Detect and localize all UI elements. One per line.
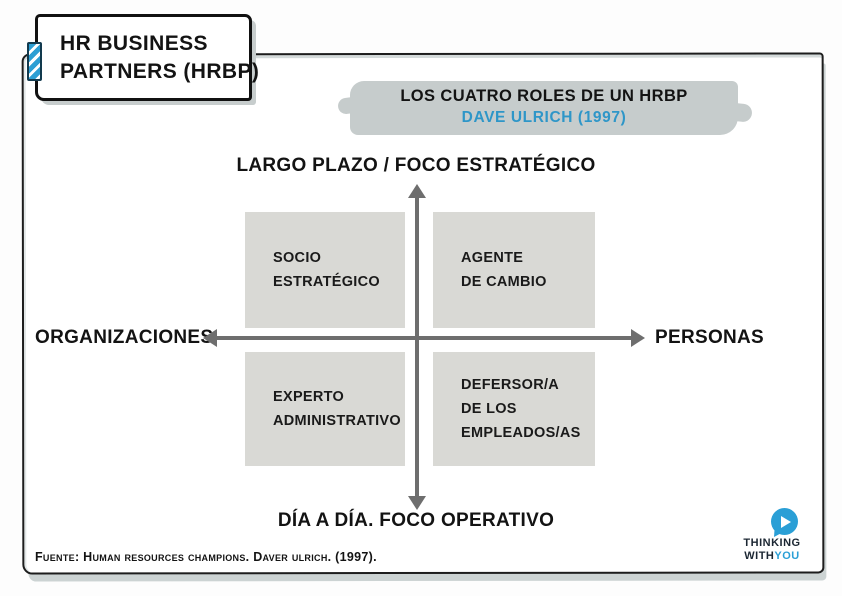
axis-label-bottom: DÍA A DÍA. FOCO OPERATIVO <box>277 510 555 531</box>
banner-highlight: LOS CUATRO ROLES DE UN HRBP DAVE ULRICH … <box>350 81 738 135</box>
vertical-axis-line <box>415 196 419 498</box>
quadrant-label: EXPERTO <box>273 389 345 405</box>
arrow-up-icon <box>408 184 426 198</box>
arrow-down-icon <box>408 496 426 510</box>
logo-text-line2: WITHYOU <box>736 550 808 563</box>
quadrant-label: DEFERSOR/A <box>461 377 560 393</box>
quadrant-label: SOCIO <box>273 250 322 266</box>
arrow-left-icon <box>203 329 217 347</box>
quadrant-label: AGENTE <box>461 250 524 266</box>
axis-label-left: ORGANIZACIONES <box>35 327 214 348</box>
source-caption: Fuente: Human resources champions. Daver… <box>35 550 377 564</box>
logo-text-you: YOU <box>774 550 800 562</box>
quadrant-agente-de-cambio: AGENTE DE CAMBIO <box>433 212 595 328</box>
quadrant-defensor-empleados: DEFERSOR/A DE LOS EMPLEADOS/AS <box>433 352 595 466</box>
quadrant-label: EMPLEADOS/AS <box>461 425 581 441</box>
axis-label-top: LARGO PLAZO / FOCO ESTRATÉGICO <box>236 155 596 176</box>
logo-text-with: WITH <box>744 550 775 562</box>
quadrant-label: ESTRATÉGICO <box>273 274 380 290</box>
banner-title: LOS CUATRO ROLES DE UN HRBP <box>400 87 688 105</box>
speech-bubble-icon <box>770 508 798 540</box>
title-box: HR BUSINESS PARTNERS (HRBP) <box>35 14 260 101</box>
arrow-right-icon <box>631 329 645 347</box>
page-title-line2: PARTNERS (HRBP) <box>60 59 260 83</box>
tape-icon <box>27 42 42 81</box>
play-icon <box>781 515 791 528</box>
quadrant-label: ADMINISTRATIVO <box>273 413 401 429</box>
thinkingwithyou-logo: THINKING WITHYOU <box>736 508 808 563</box>
page-title-line1: HR BUSINESS <box>60 31 208 55</box>
horizontal-axis-line <box>217 336 631 340</box>
logo-text-line1: THINKING <box>743 537 801 549</box>
quadrant-socio-estrategico: SOCIO ESTRATÉGICO <box>245 212 405 328</box>
quadrant-label: DE CAMBIO <box>461 274 547 290</box>
banner-subtitle: DAVE ULRICH (1997) <box>461 109 627 126</box>
quadrant-label: DE LOS <box>461 401 517 417</box>
quadrant-experto-administrativo: EXPERTO ADMINISTRATIVO <box>245 352 405 466</box>
axis-label-right: PERSONAS <box>655 327 765 348</box>
